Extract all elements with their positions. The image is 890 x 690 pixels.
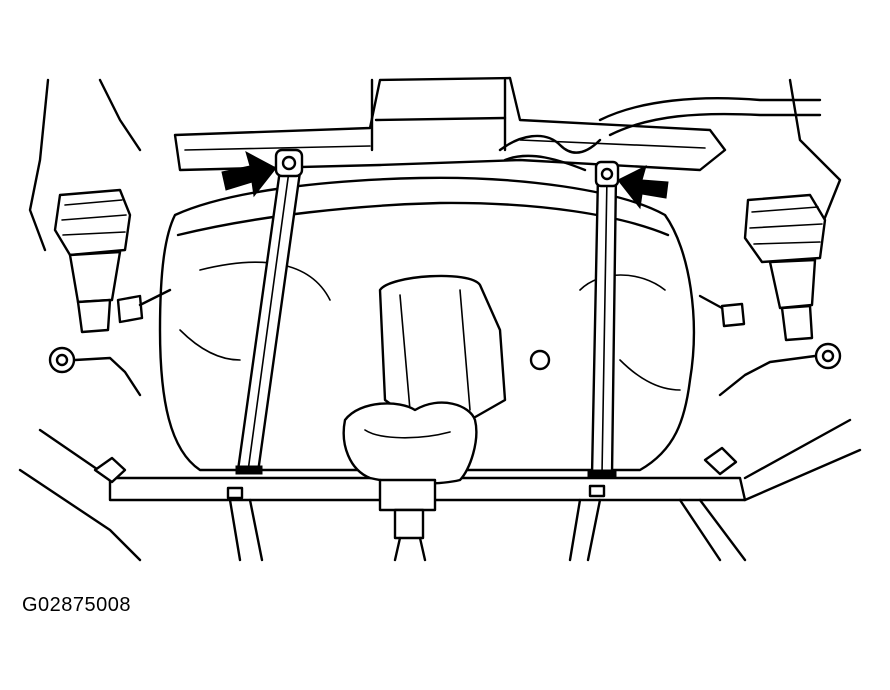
left-arrow-icon (221, 151, 277, 198)
right-shock-absorber (718, 78, 842, 397)
right-arrow-icon (617, 165, 669, 210)
figure-id-label: G02875008 (22, 594, 132, 616)
upper-crossmember (173, 76, 822, 172)
left-tank-strap (235, 148, 304, 475)
left-bracket (116, 288, 172, 324)
right-bracket (698, 294, 746, 328)
left-shock-absorber (28, 78, 142, 397)
center-drive-components (342, 401, 478, 562)
fuel-tank (158, 176, 695, 472)
right-tank-strap (587, 160, 620, 479)
